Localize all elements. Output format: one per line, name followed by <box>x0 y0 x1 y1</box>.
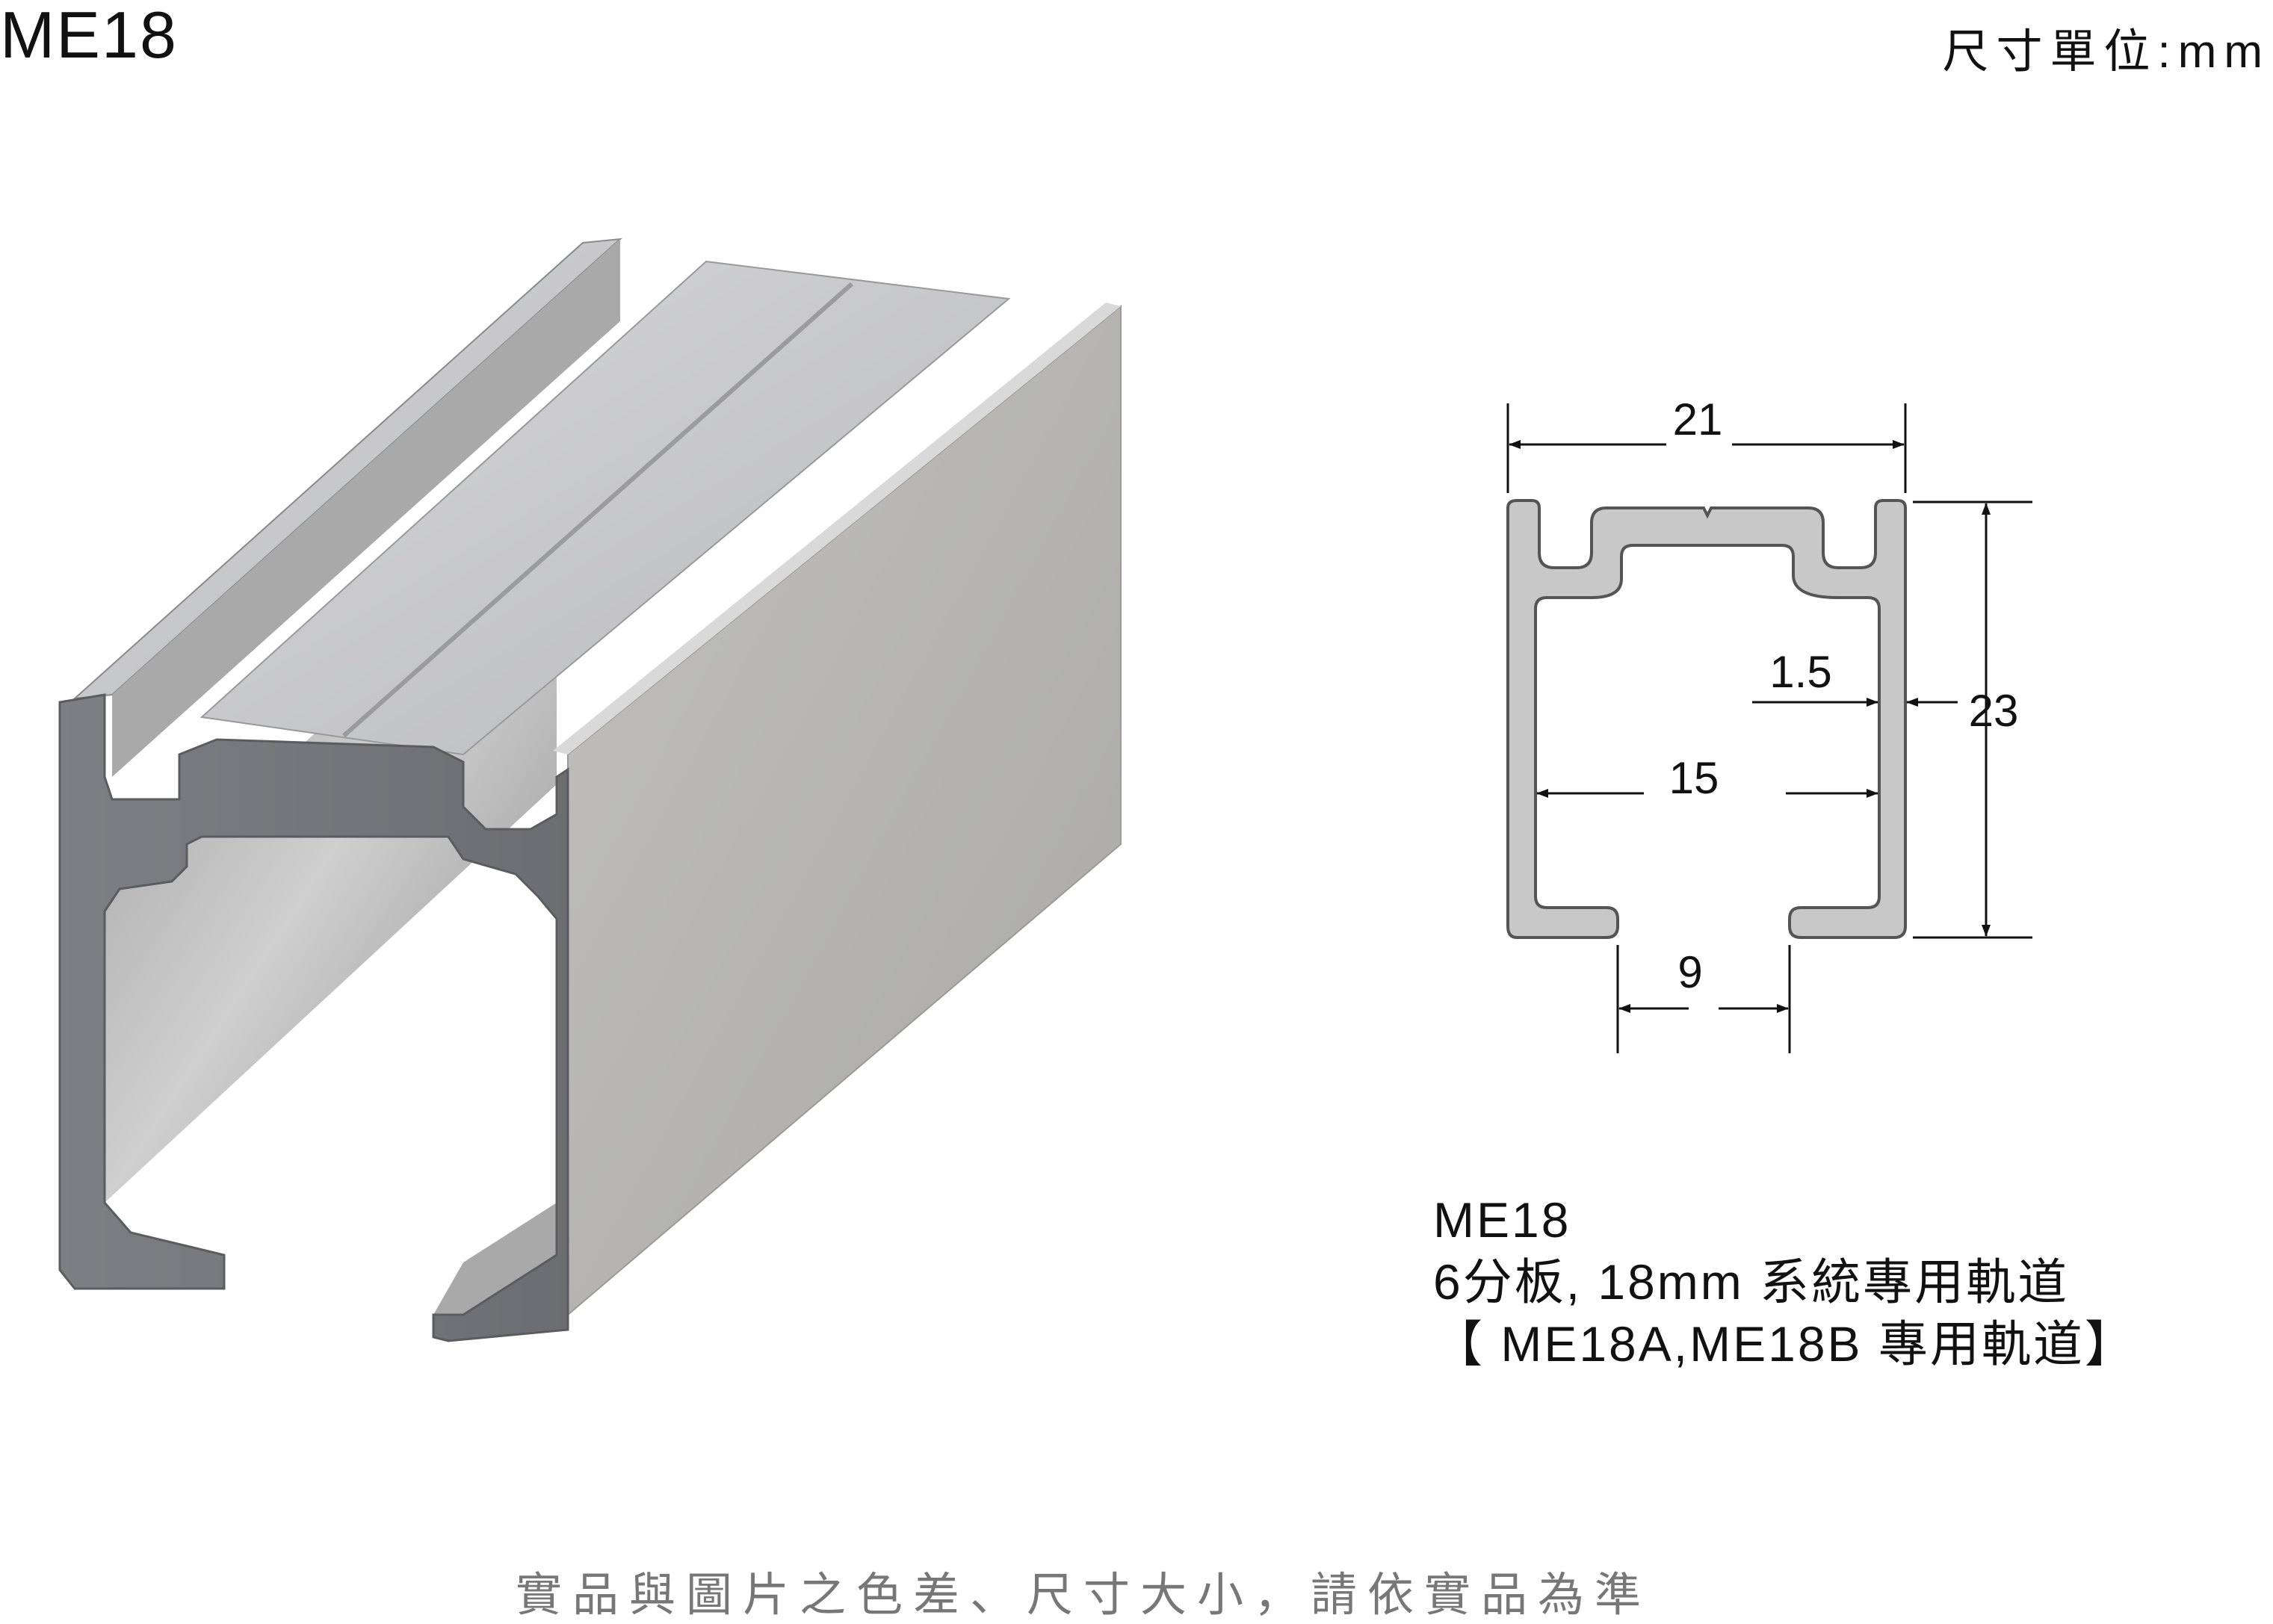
dim-label-21: 21 <box>1673 394 1723 444</box>
track-3d-render <box>58 238 1122 1342</box>
dim-label-9: 9 <box>1677 947 1702 997</box>
center-top-surface <box>200 260 1011 756</box>
dim-label-23: 23 <box>1969 686 2019 736</box>
dim-label-1-5: 1.5 <box>1769 647 1831 697</box>
right-bottom-lip <box>433 1203 557 1322</box>
front-profile-face <box>58 693 569 1342</box>
cross-section-profile <box>1506 499 1907 939</box>
dimension-height <box>1913 500 2032 939</box>
dimension-overall-width <box>1506 403 1907 493</box>
description-model: ME18 <box>1433 1192 1571 1248</box>
dimension-opening <box>1616 945 1791 1053</box>
disclaimer-note: 實品與圖片之色差、尺寸大小，請依實品為準 <box>515 1567 1651 1622</box>
dim-label-15: 15 <box>1669 753 1719 803</box>
description-compatibility: 【 ME18A,ME18B 專用軌道】 <box>1433 1316 2136 1372</box>
description-usage: 6分板, 18mm 系統專用軌道 <box>1433 1254 2070 1310</box>
product-description: ME18 6分板, 18mm 系統專用軌道 【 ME18A,ME18B 專用軌道… <box>1433 1189 2136 1375</box>
center-groove <box>342 282 853 738</box>
cross-section-drawing: 21 23 1.5 15 9 <box>1506 394 2032 1053</box>
unit-label: 尺寸單位:mm <box>1942 26 2270 78</box>
model-title: ME18 <box>0 0 178 72</box>
